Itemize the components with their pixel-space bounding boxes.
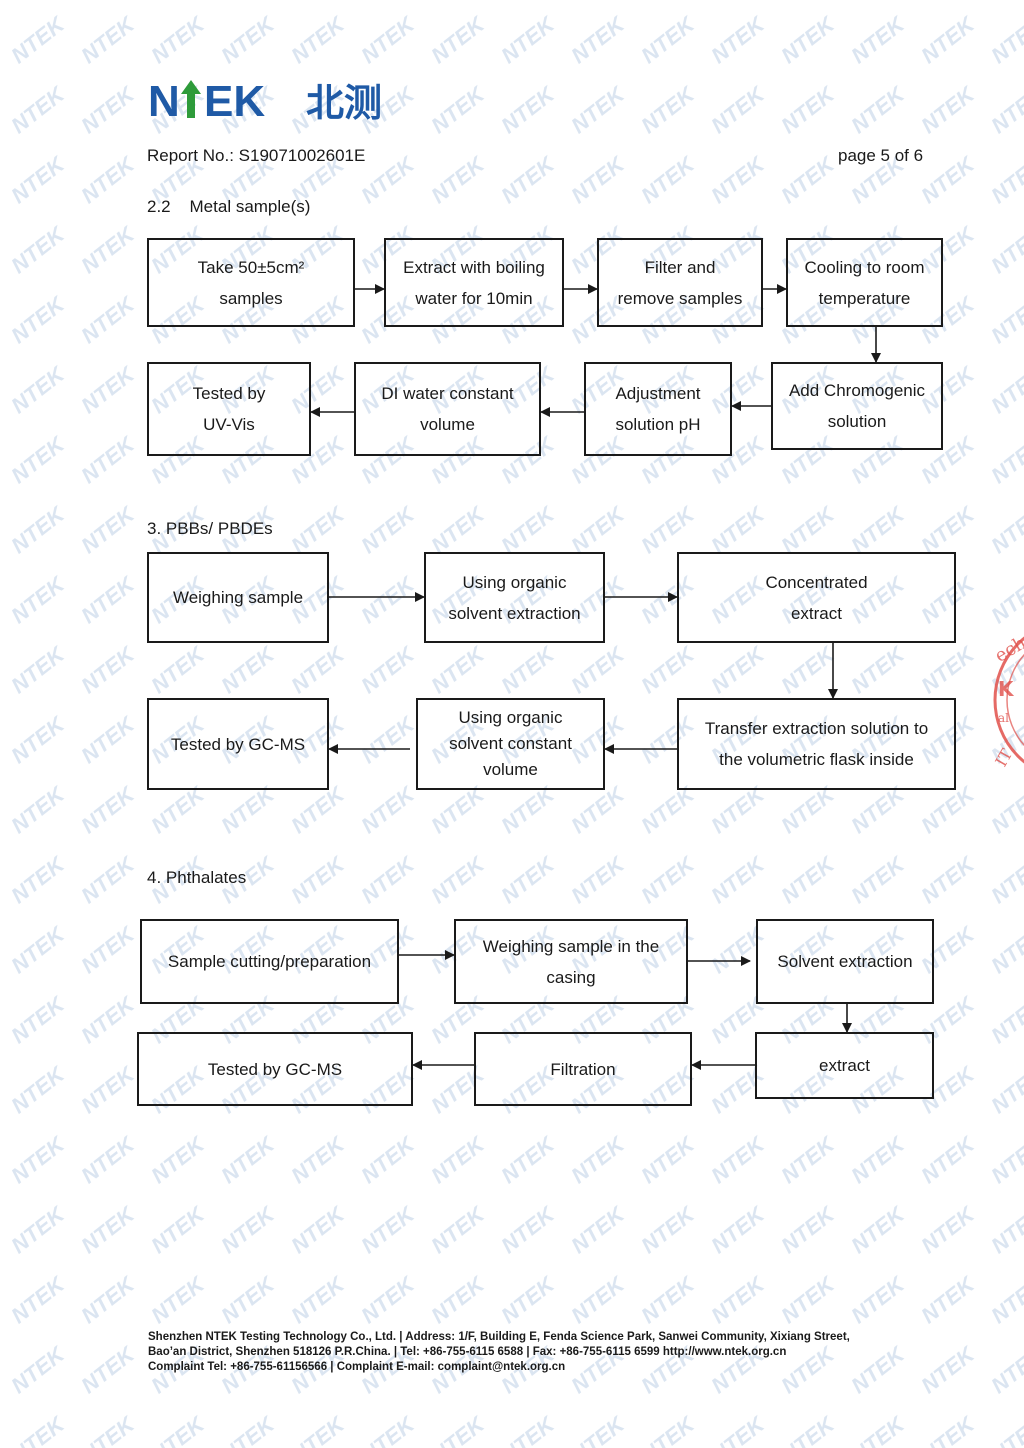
step-label: Filtration xyxy=(550,1059,616,1079)
step-label: Cooling to room temperature xyxy=(804,257,925,308)
step-tested-gcms-pbb: Tested by GC-MS xyxy=(147,698,329,790)
step-adjust-ph: Adjustment solution pH xyxy=(584,362,732,456)
step-take-samples: Take 50±5cm² samples xyxy=(147,238,355,327)
step-label: Solvent extraction xyxy=(777,952,913,971)
footer-contact-line: Bao’an District, Shenzhen 518126 P.R.Chi… xyxy=(148,1346,787,1358)
section-title-pbb: 3. PBBs/ PBDEs xyxy=(147,519,273,538)
step-label: Adjustment solution pH xyxy=(615,384,701,434)
step-cooling: Cooling to room temperature xyxy=(786,238,943,327)
step-label: Take 50±5cm² samples xyxy=(197,257,305,308)
step-organic-extraction: Using organic solvent extraction xyxy=(424,552,605,643)
step-label: Tested by GC-MS xyxy=(170,734,306,754)
step-tested-gcms-phth: Tested by GC-MS xyxy=(137,1032,413,1106)
footer-complaint-line: Complaint Tel: +86-755-61156566 | Compla… xyxy=(148,1361,566,1373)
step-label: Weighing sample in the casing xyxy=(482,936,660,987)
svg-text:北测: 北测 xyxy=(306,81,382,122)
step-label: Transfer extraction solution to the volu… xyxy=(704,719,929,769)
step-label: Weighing sample xyxy=(172,588,304,607)
step-label: extract xyxy=(818,1056,871,1075)
step-label: Using organic solvent extraction xyxy=(448,572,581,623)
svg-text:N: N xyxy=(148,78,181,122)
step-tested-uv-vis: Tested by UV-Vis xyxy=(147,362,311,456)
logo-arrow-icon xyxy=(181,80,201,118)
section-title-phthalates: 4. Phthalates xyxy=(147,868,247,887)
step-weighing-casing: Weighing sample in the casing xyxy=(454,919,688,1004)
svg-text:al: al xyxy=(998,711,1009,725)
step-filter: Filter and remove samples xyxy=(597,238,763,327)
step-extract-boiling: Extract with boiling water for 10min xyxy=(384,238,564,327)
step-extract: extract xyxy=(755,1032,934,1099)
step-organic-constant-volume: Using organic solvent constant volume xyxy=(416,698,605,790)
ntek-logo: N EK 北测 xyxy=(148,78,382,122)
step-label: Extract with boiling water for 10min xyxy=(403,257,545,308)
step-label: Tested by UV-Vis xyxy=(192,384,266,434)
step-label: Filter and remove samples xyxy=(617,257,743,308)
svg-text:EK: EK xyxy=(204,78,265,122)
step-di-water: DI water constant volume xyxy=(354,362,541,456)
section-title-metal: 2.2 Metal sample(s) xyxy=(147,197,311,216)
company-seal-stamp: ech K al IT xyxy=(991,632,1024,770)
step-sample-cutting: Sample cutting/preparation xyxy=(140,919,399,1004)
svg-text:K: K xyxy=(998,677,1015,701)
step-solvent-extraction: Solvent extraction xyxy=(756,919,934,1004)
step-weighing-sample: Weighing sample xyxy=(147,552,329,643)
step-label: Add Chromogenic solution xyxy=(788,381,926,431)
step-add-chromogenic: Add Chromogenic solution xyxy=(771,362,943,450)
step-label: Tested by GC-MS xyxy=(207,1059,343,1079)
step-concentrated-extract: Concentrated extract xyxy=(677,552,956,643)
report-number: Report No.: S19071002601E xyxy=(147,146,366,165)
step-label: DI water constant volume xyxy=(381,384,514,434)
step-label: Concentrated extract xyxy=(765,572,868,623)
step-transfer-solution: Transfer extraction solution to the volu… xyxy=(677,698,956,790)
step-label: Using organic solvent constant volume xyxy=(449,708,572,779)
company-footer: Shenzhen NTEK Testing Technology Co., Lt… xyxy=(148,1330,948,1375)
page-indicator: page 5 of 6 xyxy=(838,146,924,165)
step-label: Sample cutting/preparation xyxy=(167,952,372,971)
footer-address-line: Shenzhen NTEK Testing Technology Co., Lt… xyxy=(148,1331,850,1343)
